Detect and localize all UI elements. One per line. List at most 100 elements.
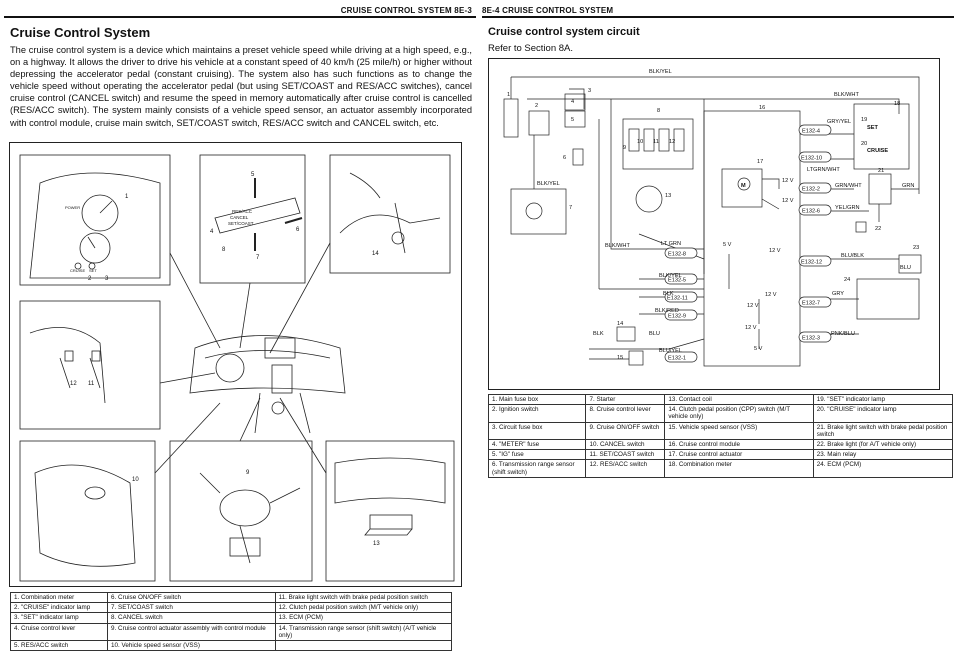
wire-grn: GRN: [902, 183, 914, 189]
volt-5v-a: 5 V: [723, 242, 732, 248]
right-legend-cell: 16. Cruise control module: [664, 439, 814, 451]
comp-num-2: 2: [535, 103, 538, 109]
comp-num-21: 21: [878, 168, 884, 174]
comp-num-6: 6: [563, 155, 566, 161]
fig-label-13: 13: [373, 541, 380, 547]
left-legend-cell: 14. Transmission range sensor (shift swi…: [274, 622, 453, 642]
comp-num-5: 5: [571, 117, 574, 123]
volt-5v-b: 5 V: [754, 346, 763, 352]
comp-num-1: 1: [507, 92, 510, 98]
inset-actuator: [169, 440, 313, 582]
fig-label-1: 1: [125, 194, 129, 200]
left-legend-cell: 10. Vehicle speed sensor (VSS): [107, 640, 276, 651]
right-legend-cell: 1. Main fuse box: [487, 393, 587, 406]
fig-label-6: 6: [296, 227, 300, 233]
right-legend-cell: 5. "IG" fuse: [487, 449, 587, 461]
comp-num-11: 11: [653, 139, 659, 145]
conn-e132-10: E132-10: [801, 156, 822, 162]
left-legend-cell: [274, 640, 453, 651]
right-legend-cell: 7. Starter: [585, 393, 666, 406]
comp-num-20: 20: [861, 141, 867, 147]
left-legend-cell: 9. Cruise control actuator assembly with…: [107, 622, 276, 642]
right-legend-cell: 3. Circuit fuse box: [487, 421, 587, 441]
left-header-rule: [4, 16, 476, 18]
conn-e132-7: E132-7: [802, 301, 820, 307]
comp-num-23: 23: [913, 245, 919, 251]
circuit-svg: E132-4 E132-10 E132-2 E132-6 E132-8 E132…: [503, 69, 922, 367]
wire-blk-yel-mid: BLK/YEL: [659, 273, 682, 279]
left-page-title: Cruise Control System: [10, 25, 151, 40]
left-legend-cell: 4. Cruise control lever: [9, 622, 109, 642]
comp-num-18: 18: [894, 101, 900, 107]
fig-label-12: 12: [70, 381, 77, 387]
volt-12v-b: 12 V: [782, 198, 794, 204]
left-legend-cell: 1. Combination meter: [9, 591, 109, 604]
left-legend-cell: 13. ECM (PCM): [274, 612, 453, 624]
right-legend-cell: 11. SET/COAST switch: [585, 449, 666, 461]
right-legend-cell: 2. Ignition switch: [487, 404, 587, 423]
fig-label-cruise: CRUISE: [70, 268, 85, 273]
right-legend-cell: 24. ECM (PCM): [812, 459, 954, 478]
wire-blu-yel: BLU/YEL: [659, 348, 682, 354]
fig-label-5: 5: [251, 172, 255, 178]
volt-12v-d: 12 V: [765, 292, 777, 298]
cruise-control-module-box: [703, 110, 801, 367]
inset-pedals: [19, 300, 161, 430]
inset-vss: [19, 440, 156, 582]
fig-label-9: 9: [246, 470, 250, 476]
left-page-header: CRUISE CONTROL SYSTEM 8E-3: [340, 6, 472, 15]
left-legend-cell: 7. SET/COAST switch: [107, 602, 276, 614]
fig-label-set: SET: [89, 268, 97, 273]
wire-blk-yel-left: BLK/YEL: [537, 181, 560, 187]
comp-num-16: 16: [759, 105, 765, 111]
right-legend-cell: 4. "METER" fuse: [487, 439, 587, 451]
volt-12v-e: 12 V: [747, 303, 759, 309]
left-legend-cell: 8. CANCEL switch: [107, 612, 276, 624]
wire-pnk-blu: PNK/BLU: [831, 331, 855, 337]
wire-grn-wht: GRN/WHT: [835, 183, 862, 189]
right-legend-cell: 6. Transmission range sensor (shift swit…: [487, 459, 587, 478]
fig-label-cancel: CANCEL: [230, 215, 249, 220]
fig-label-power: POWER: [65, 205, 80, 210]
circuit-diagram: E132-4 E132-10 E132-2 E132-6 E132-8 E132…: [488, 58, 940, 390]
fig-label-11: 11: [88, 381, 95, 387]
conn-e132-1: E132-1: [668, 356, 686, 362]
left-legend-cell: 12. Clutch pedal position switch (M/T ve…: [274, 602, 453, 614]
inset-ecm: [325, 440, 455, 582]
comp-num-9: 9: [623, 145, 626, 151]
inset-combination-meter: [19, 154, 171, 286]
comp-num-10: 10: [637, 139, 643, 145]
left-legend-cell: 2. "CRUISE" indicator lamp: [9, 602, 109, 614]
right-page-title: Cruise control system circuit: [488, 26, 640, 38]
conn-e132-2: E132-2: [802, 187, 820, 193]
left-page: CRUISE CONTROL SYSTEM 8E-3 Cruise Contro…: [0, 0, 476, 651]
indicator-set: SET: [867, 125, 878, 131]
right-legend-cell: 9. Cruise ON/OFF switch: [585, 421, 666, 441]
right-legend-cell: 13. Contact coil: [664, 393, 814, 406]
wire-blu-left: BLU: [649, 331, 660, 337]
right-legend-row: 6. Transmission range sensor (shift swit…: [487, 459, 954, 478]
fig-label-8: 8: [222, 247, 226, 253]
wire-gry-yel: GRY/YEL: [827, 119, 851, 125]
wire-blu-blk: BLU/BLK: [841, 253, 864, 259]
components-figure: 1 2 3 4 5 6 7 8 9 10 11 12 13 14 RES/ACC…: [9, 142, 462, 587]
volt-12v-a: 12 V: [782, 178, 794, 184]
fig-label-14: 14: [372, 251, 379, 257]
wire-ltgrn-wht: LTGRN/WHT: [807, 167, 840, 173]
comp-num-17: 17: [757, 159, 763, 165]
left-legend-cell: 6. Cruise ON/OFF switch: [107, 591, 276, 604]
fig-label-set-coast: SET/COAST: [228, 221, 254, 226]
right-legend-cell: 23. Main relay: [812, 449, 954, 461]
comp-num-22: 22: [875, 226, 881, 232]
right-page-subtitle: Refer to Section 8A.: [488, 43, 574, 54]
actuator-motor: M: [741, 183, 746, 189]
right-legend-cell: 17. Cruise control actuator: [664, 449, 814, 461]
volt-12v-c: 12 V: [769, 248, 781, 254]
comp-num-7: 7: [569, 205, 572, 211]
